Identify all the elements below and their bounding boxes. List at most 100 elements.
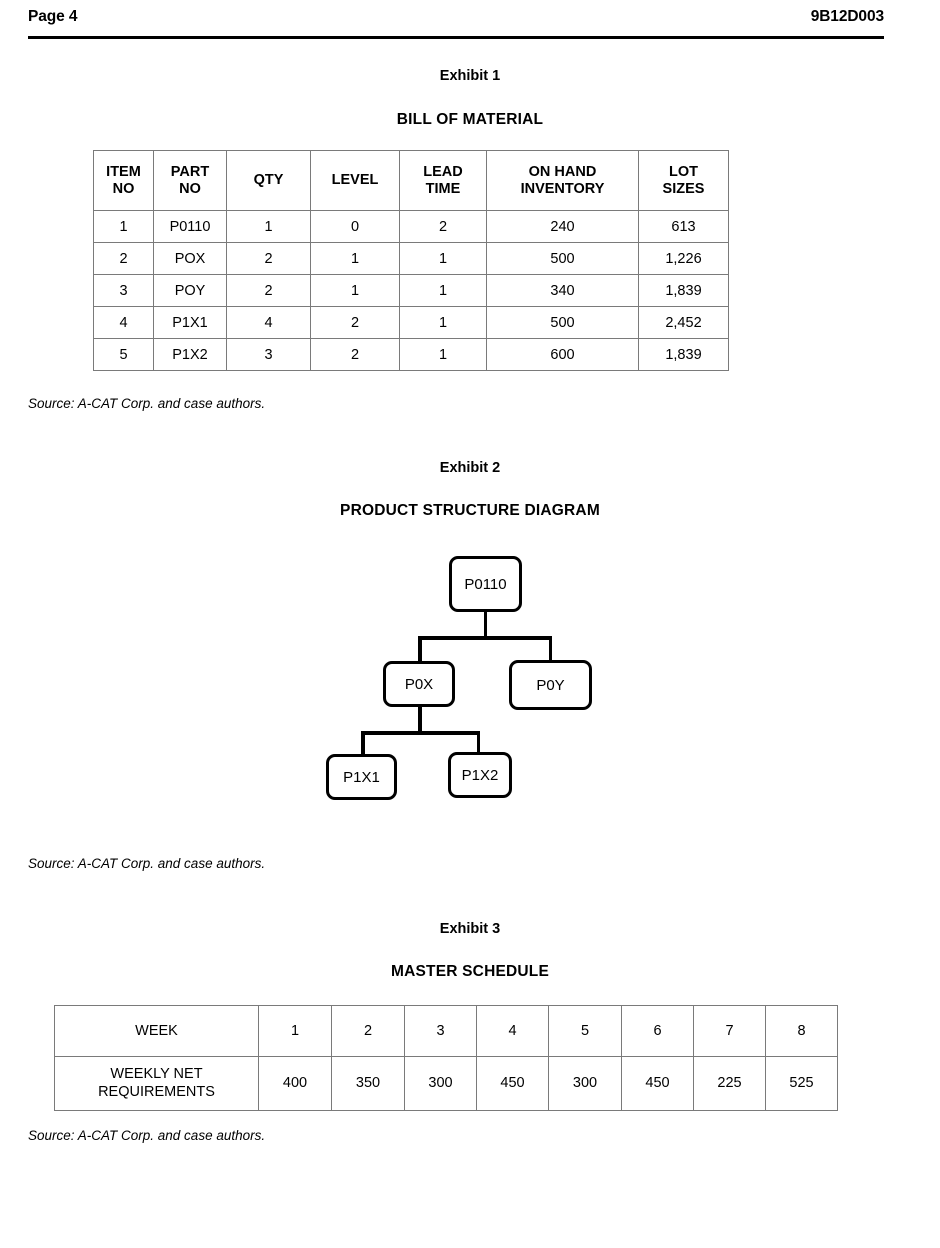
- cell-lot-size: 2,452: [638, 306, 729, 339]
- table-row-weekly-net-requirements: WEEKLY NET REQUIREMENTS 400 350 300 450 …: [54, 1056, 838, 1111]
- header-line: WEEKLY NET: [110, 1066, 203, 1083]
- cell-on-hand-inventory: 500: [486, 242, 639, 275]
- cell-qty: 2: [226, 274, 311, 307]
- cell-lead-time: 1: [399, 274, 487, 307]
- connector-drop-to-poy: [548, 636, 552, 661]
- header-line: SIZES: [662, 180, 705, 197]
- cell-week: 4: [476, 1005, 549, 1057]
- exhibit-3-label: Exhibit 3: [439, 921, 501, 937]
- cell-week: 5: [548, 1005, 622, 1057]
- row-header-week: WEEK: [54, 1005, 259, 1057]
- cell-requirement: 225: [693, 1056, 766, 1111]
- header-line: PART: [170, 164, 210, 181]
- connector-pox-stub: [418, 707, 422, 731]
- connector-drop-to-p1x1: [361, 731, 365, 754]
- bill-of-material-table: ITEM NO PART NO QTY LEVEL LEAD TIME ON H…: [93, 150, 729, 371]
- structure-node-label: P1X1: [343, 768, 380, 786]
- cell-lead-time: 1: [399, 242, 487, 275]
- row-header-weekly-net-requirements: WEEKLY NET REQUIREMENTS: [54, 1056, 259, 1111]
- header-line: LEAD: [423, 164, 463, 181]
- page-number-label: Page 4: [28, 8, 78, 25]
- connector-drop-to-p1x2: [476, 731, 480, 754]
- cell-week: 1: [258, 1005, 332, 1057]
- cell-item-no: 3: [93, 274, 154, 307]
- cell-on-hand-inventory: 600: [486, 338, 639, 371]
- product-structure-diagram: P0110 P0X P0Y P1X1 P1X2: [300, 545, 640, 820]
- cell-on-hand-inventory: 240: [486, 210, 639, 243]
- structure-node-p0y[interactable]: P0Y: [509, 660, 592, 710]
- header-line: LEVEL: [331, 172, 379, 189]
- exhibit-1-label: Exhibit 1: [439, 68, 501, 84]
- cell-on-hand-inventory: 340: [486, 274, 639, 307]
- structure-node-p0110[interactable]: P0110: [449, 556, 522, 612]
- exhibit-2-label: Exhibit 2: [439, 460, 501, 476]
- header-line: QTY: [253, 172, 284, 189]
- column-header-qty: QTY: [226, 150, 311, 211]
- cell-item-no: 4: [93, 306, 154, 339]
- cell-week: 7: [693, 1005, 766, 1057]
- header-line: REQUIREMENTS: [98, 1083, 215, 1100]
- table-row: 4 P1X1 4 2 1 500 2,452: [93, 306, 729, 339]
- column-header-lead-time: LEAD TIME: [399, 150, 487, 211]
- cell-qty: 4: [226, 306, 311, 339]
- header-line: INVENTORY: [520, 180, 605, 197]
- structure-node-label: P0Y: [536, 676, 565, 694]
- exhibit-2-source-note: Source: A-CAT Corp. and case authors.: [28, 856, 266, 871]
- table-row-week: WEEK 1 2 3 4 5 6 7 8: [54, 1005, 838, 1057]
- header-line: NO: [112, 180, 135, 197]
- cell-requirement: 450: [476, 1056, 549, 1111]
- cell-part-no: P1X2: [153, 338, 227, 371]
- structure-node-p1x1[interactable]: P1X1: [326, 754, 397, 800]
- cell-requirement: 300: [404, 1056, 477, 1111]
- table-row: 1 P0110 1 0 2 240 613: [93, 210, 729, 243]
- cell-on-hand-inventory: 500: [486, 306, 639, 339]
- cell-lot-size: 1,226: [638, 242, 729, 275]
- table-row: 2 POX 2 1 1 500 1,226: [93, 242, 729, 275]
- cell-level: 1: [310, 274, 400, 307]
- table-header-row: ITEM NO PART NO QTY LEVEL LEAD TIME ON H…: [93, 150, 729, 211]
- cell-lot-size: 1,839: [638, 338, 729, 371]
- cell-week: 2: [331, 1005, 405, 1057]
- header-line: LOT: [669, 164, 698, 181]
- header-line: NO: [179, 180, 201, 197]
- exhibit-3-source-note: Source: A-CAT Corp. and case authors.: [28, 1128, 266, 1143]
- cell-level: 0: [310, 210, 400, 243]
- connector-upper-bus: [418, 636, 552, 640]
- cell-part-no: P1X1: [153, 306, 227, 339]
- column-header-lot-sizes: LOT SIZES: [638, 150, 729, 211]
- column-header-part-no: PART NO: [153, 150, 227, 211]
- exhibit-3-title: MASTER SCHEDULE: [390, 963, 549, 980]
- structure-node-label: P1X2: [461, 766, 499, 784]
- column-header-item-no: ITEM NO: [93, 150, 154, 211]
- cell-part-no: P0110: [153, 210, 227, 243]
- cell-requirement: 400: [258, 1056, 332, 1111]
- cell-qty: 2: [226, 242, 311, 275]
- cell-item-no: 2: [93, 242, 154, 275]
- structure-node-p1x2[interactable]: P1X2: [448, 752, 512, 798]
- cell-requirement: 350: [331, 1056, 405, 1111]
- connector-root-stub: [483, 612, 487, 636]
- cell-item-no: 5: [93, 338, 154, 371]
- table-row: 5 P1X2 3 2 1 600 1,839: [93, 338, 729, 371]
- cell-part-no: POX: [153, 242, 227, 275]
- cell-lead-time: 1: [399, 338, 487, 371]
- cell-level: 2: [310, 338, 400, 371]
- connector-lower-bus: [361, 731, 480, 735]
- document-id-label: 9B12D003: [810, 8, 884, 25]
- structure-node-p0x[interactable]: P0X: [383, 661, 455, 707]
- cell-requirement: 450: [621, 1056, 694, 1111]
- column-header-level: LEVEL: [310, 150, 400, 211]
- header-line: TIME: [425, 180, 461, 197]
- cell-item-no: 1: [93, 210, 154, 243]
- cell-lead-time: 2: [399, 210, 487, 243]
- cell-level: 2: [310, 306, 400, 339]
- cell-qty: 1: [226, 210, 311, 243]
- cell-week: 3: [404, 1005, 477, 1057]
- cell-qty: 3: [226, 338, 311, 371]
- header-line: ITEM: [106, 164, 141, 181]
- header-line: ON HAND: [528, 164, 597, 181]
- cell-week: 6: [621, 1005, 694, 1057]
- exhibit-1-source-note: Source: A-CAT Corp. and case authors.: [28, 396, 266, 411]
- cell-lead-time: 1: [399, 306, 487, 339]
- cell-lot-size: 1,839: [638, 274, 729, 307]
